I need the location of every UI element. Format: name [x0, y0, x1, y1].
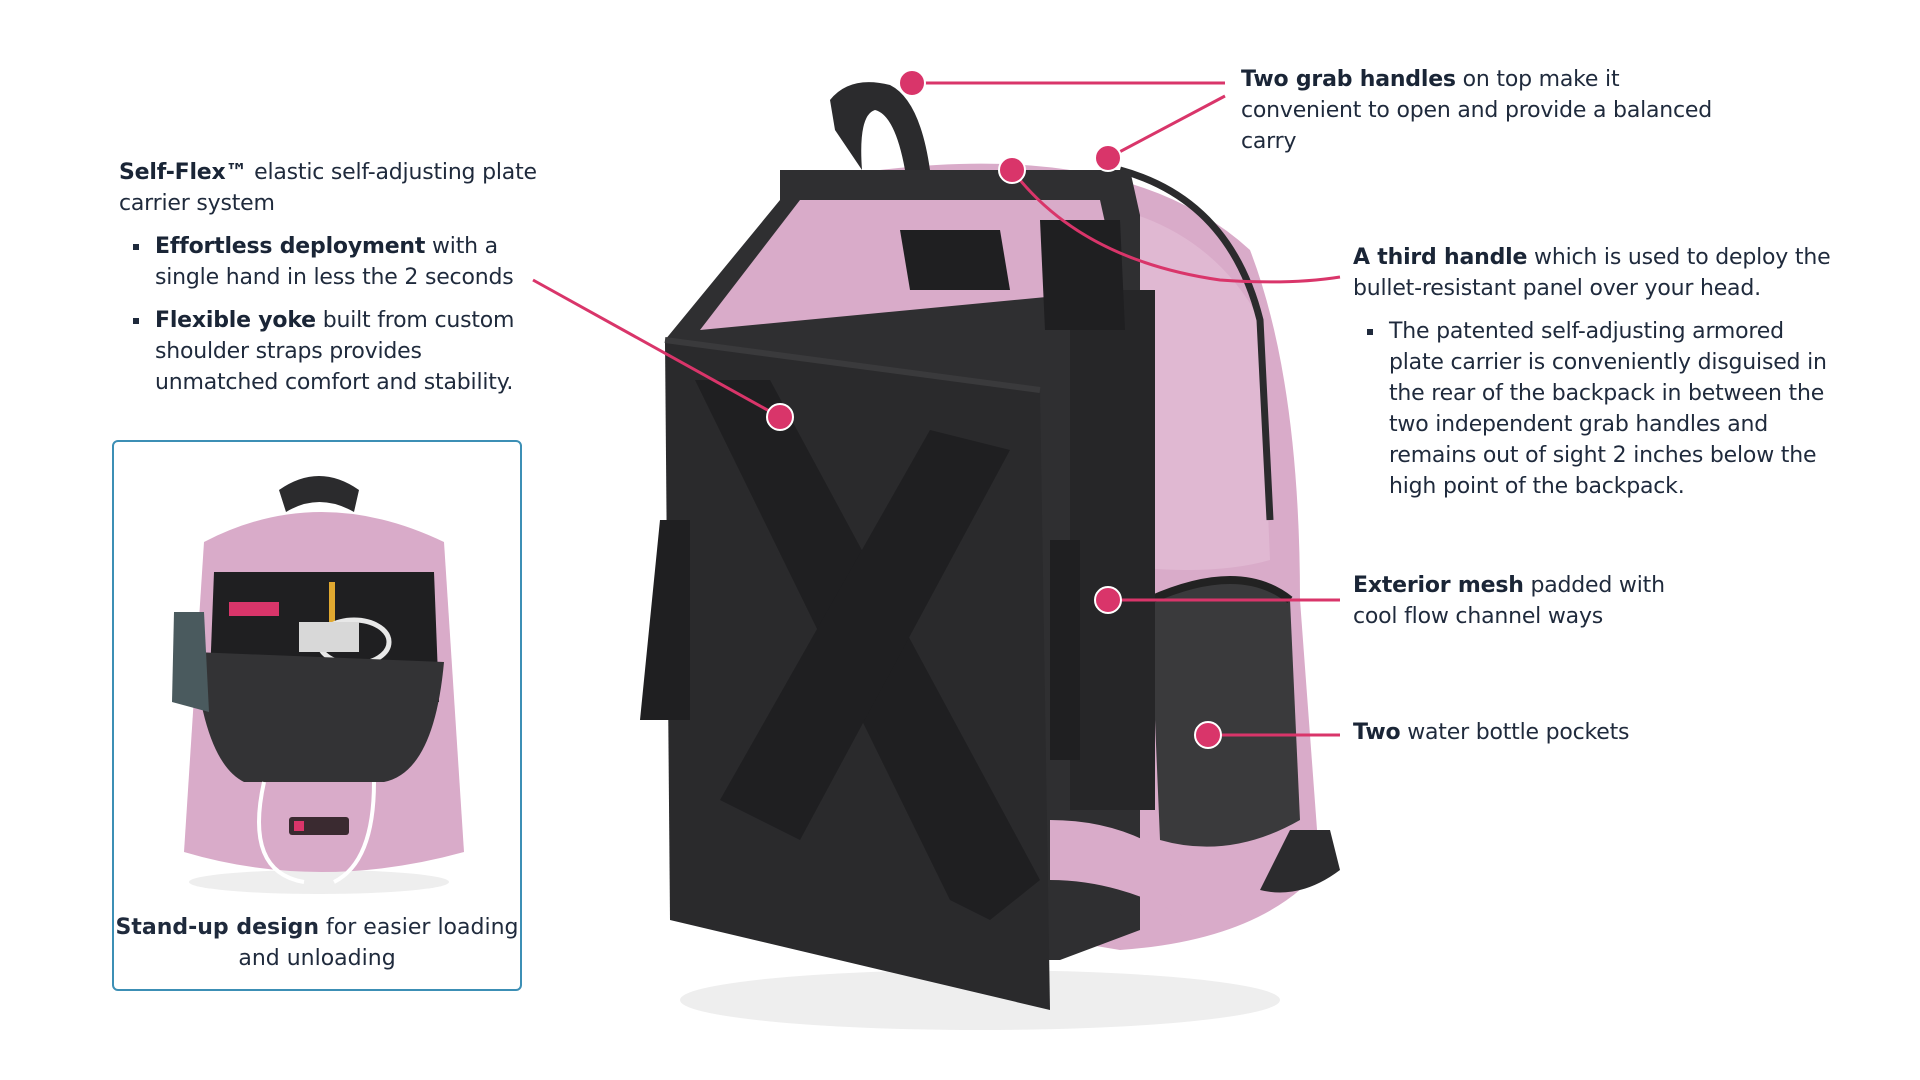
- third-handle-heading: A third handle which is used to deploy t…: [1353, 245, 1831, 301]
- third-handle-callout: A third handle which is used to deploy t…: [1353, 242, 1833, 502]
- self-flex-callout: Self-Flex™ elastic self-adjusting plate …: [119, 157, 549, 398]
- water-bottle-pockets-callout: Two water bottle pockets: [1353, 720, 1630, 745]
- third-handle-bullet-list: The patented self-adjusting armored plat…: [1353, 316, 1833, 502]
- grab-handles-callout: Two grab handles on top make it convenie…: [1241, 67, 1713, 154]
- list-item: Effortless deployment with a single hand…: [119, 231, 549, 293]
- stand-up-design-caption: Stand-up design for easier loading and u…: [115, 915, 519, 971]
- backpack-open-interior-illustration: [172, 476, 464, 894]
- stand-up-design-inset: Stand-up design for easier loading and u…: [112, 440, 522, 991]
- exterior-mesh-callout: Exterior mesh padded with cool flow chan…: [1353, 573, 1665, 629]
- list-item: Flexible yoke built from custom shoulder…: [119, 305, 549, 398]
- self-flex-heading: Self-Flex™ elastic self-adjusting plate …: [119, 160, 537, 216]
- list-item: The patented self-adjusting armored plat…: [1353, 316, 1833, 502]
- self-flex-bullet-list: Effortless deployment with a single hand…: [119, 231, 549, 398]
